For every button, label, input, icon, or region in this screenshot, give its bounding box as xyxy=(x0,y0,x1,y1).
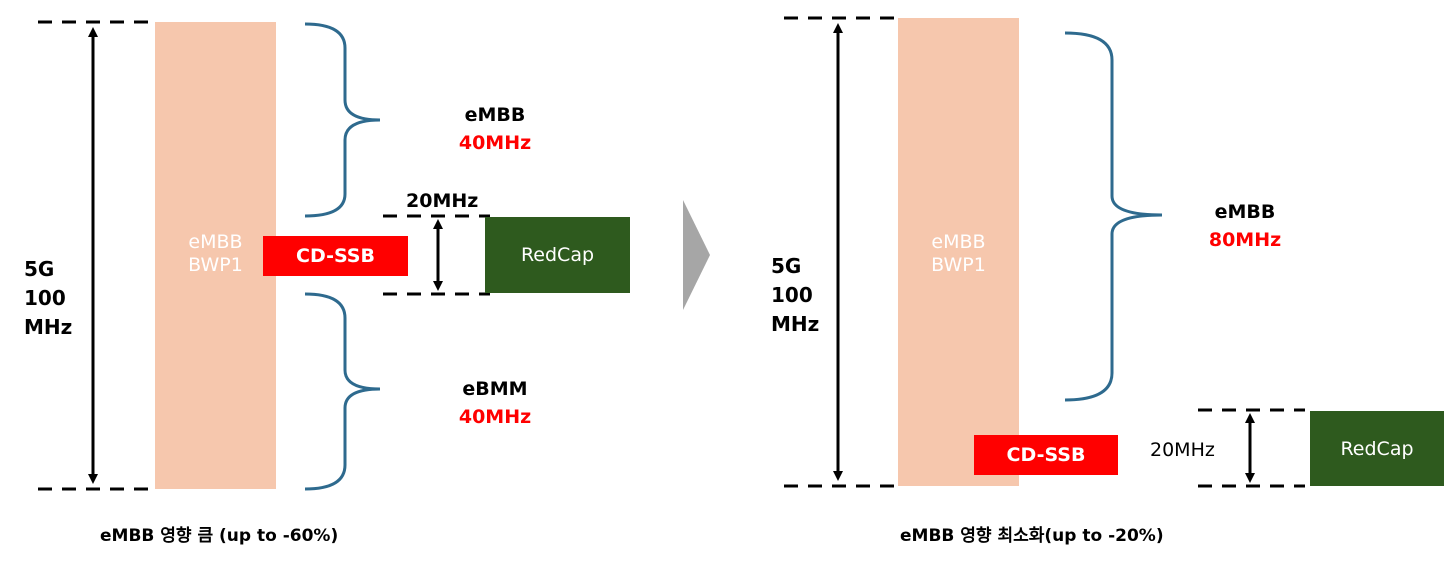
right-total-label: 5G 100 MHz xyxy=(771,252,819,339)
right-redcap-box: RedCap xyxy=(1310,411,1444,486)
left-lower-band-name: eBMM xyxy=(462,378,528,400)
right-brace xyxy=(1064,31,1163,402)
left-lower-band-label: eBMM 40MHz xyxy=(435,375,555,431)
right-band-label: eMBB 80MHz xyxy=(1185,198,1305,254)
left-lower-band-bw: 40MHz xyxy=(458,406,532,428)
right-band-name: eMBB xyxy=(1214,201,1276,223)
left-bwp-label-line1: eMBB xyxy=(188,231,243,253)
left-caption: eMBB 영향 큼 (up to -60%) xyxy=(100,526,339,546)
left-upper-brace xyxy=(304,22,381,218)
left-bwp-label-line2: BWP1 xyxy=(188,254,243,276)
right-caption: eMBB 영향 최소화(up to -20%) xyxy=(900,526,1164,546)
right-redcap-bw-label: 20MHz xyxy=(1150,439,1215,461)
left-total-label: 5G 100 MHz xyxy=(24,255,72,342)
left-lower-brace xyxy=(304,292,381,491)
right-bwp-label-line1: eMBB xyxy=(931,231,986,253)
right-bwp-block xyxy=(898,18,1019,486)
left-bwp-block xyxy=(155,22,276,489)
left-total-line3: MHz xyxy=(24,315,73,339)
left-redcap-box: RedCap xyxy=(485,217,630,293)
right-total-line1: 5G xyxy=(771,254,802,278)
right-total-line3: MHz xyxy=(771,312,820,336)
left-total-line2: 100 xyxy=(24,286,66,310)
right-band-bw: 80MHz xyxy=(1208,229,1282,251)
left-upper-band-bw: 40MHz xyxy=(458,132,532,154)
right-total-line2: 100 xyxy=(771,283,813,307)
right-cd-ssb-box: CD-SSB xyxy=(974,435,1118,475)
left-upper-band-name: eMBB xyxy=(464,104,526,126)
left-cd-ssb-box: CD-SSB xyxy=(263,236,408,276)
transition-arrow-icon xyxy=(683,200,710,310)
left-bwp-label: eMBB BWP1 xyxy=(155,231,276,277)
left-total-line1: 5G xyxy=(24,257,55,281)
right-bwp-label: eMBB BWP1 xyxy=(898,231,1019,277)
right-bwp-label-line2: BWP1 xyxy=(931,254,986,276)
left-upper-band-label: eMBB 40MHz xyxy=(435,101,555,157)
left-redcap-bw-label: 20MHz xyxy=(406,190,479,212)
